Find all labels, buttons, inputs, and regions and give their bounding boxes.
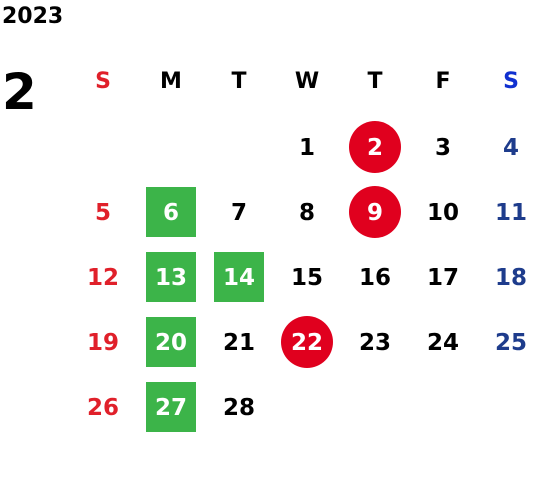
day-number: 3 — [434, 134, 451, 161]
day-number: 28 — [222, 394, 255, 421]
day-cell-sunday: 5 — [69, 180, 137, 245]
weekday-header-thursday: T — [367, 68, 383, 94]
day-cell-saturday: 25 — [477, 310, 545, 375]
day-number: 16 — [358, 264, 391, 291]
day-number: 21 — [222, 329, 255, 356]
day-cell: 21 — [205, 310, 273, 375]
day-number: 24 — [426, 329, 459, 356]
day-cell-red-highlight: 9 — [341, 180, 409, 245]
weekday-header-saturday: S — [503, 68, 519, 94]
month-number: 2 — [2, 63, 37, 121]
day-cell: 23 — [341, 310, 409, 375]
day-cell: 1 — [273, 115, 341, 180]
day-number: 22 — [290, 329, 323, 356]
weekday-header-tuesday: T — [231, 68, 247, 94]
day-number: 4 — [502, 134, 519, 161]
day-number: 15 — [290, 264, 323, 291]
day-cell-red-highlight: 2 — [341, 115, 409, 180]
day-number: 7 — [230, 199, 247, 226]
day-number: 1 — [298, 134, 315, 161]
day-number: 26 — [86, 394, 119, 421]
day-cell: 10 — [409, 180, 477, 245]
day-number: 5 — [94, 199, 111, 226]
day-number: 2 — [366, 134, 383, 161]
weekday-header-sunday: S — [95, 68, 111, 94]
day-cell-sunday: 12 — [69, 245, 137, 310]
year-label: 2023 — [2, 4, 64, 29]
day-number: 12 — [86, 264, 119, 291]
day-cell: 16 — [341, 245, 409, 310]
day-cell-green-highlight: 6 — [137, 180, 205, 245]
day-number: 9 — [366, 199, 383, 226]
day-number: 14 — [222, 264, 255, 291]
day-number: 25 — [494, 329, 527, 356]
day-cell-green-highlight: 20 — [137, 310, 205, 375]
day-cell: 8 — [273, 180, 341, 245]
calendar-grid: S M T W T F S 1 2 3 4 5 6 7 8 9 10 11 12… — [69, 47, 545, 440]
day-number: 23 — [358, 329, 391, 356]
day-number: 20 — [154, 329, 187, 356]
day-number: 8 — [298, 199, 315, 226]
day-number: 13 — [154, 264, 187, 291]
day-number: 6 — [162, 199, 179, 226]
day-cell-saturday: 18 — [477, 245, 545, 310]
day-number: 19 — [86, 329, 119, 356]
day-cell-green-highlight: 14 — [205, 245, 273, 310]
day-cell-saturday: 11 — [477, 180, 545, 245]
day-cell: 3 — [409, 115, 477, 180]
day-cell: 24 — [409, 310, 477, 375]
empty-day-cell — [205, 115, 273, 180]
day-cell: 17 — [409, 245, 477, 310]
day-number: 27 — [154, 394, 187, 421]
day-number: 18 — [494, 264, 527, 291]
empty-day-cell — [69, 115, 137, 180]
day-cell-sunday: 19 — [69, 310, 137, 375]
day-number: 10 — [426, 199, 459, 226]
weekday-header-wednesday: W — [294, 68, 320, 94]
day-cell: 7 — [205, 180, 273, 245]
day-number: 17 — [426, 264, 459, 291]
day-cell-saturday: 4 — [477, 115, 545, 180]
day-cell-red-highlight: 22 — [273, 310, 341, 375]
day-cell-green-highlight: 13 — [137, 245, 205, 310]
weekday-header-friday: F — [435, 68, 451, 94]
weekday-header-monday: M — [160, 68, 182, 94]
day-cell-sunday: 26 — [69, 375, 137, 440]
day-cell-green-highlight: 27 — [137, 375, 205, 440]
day-cell: 15 — [273, 245, 341, 310]
day-cell: 28 — [205, 375, 273, 440]
day-number: 11 — [494, 199, 527, 226]
empty-day-cell — [137, 115, 205, 180]
